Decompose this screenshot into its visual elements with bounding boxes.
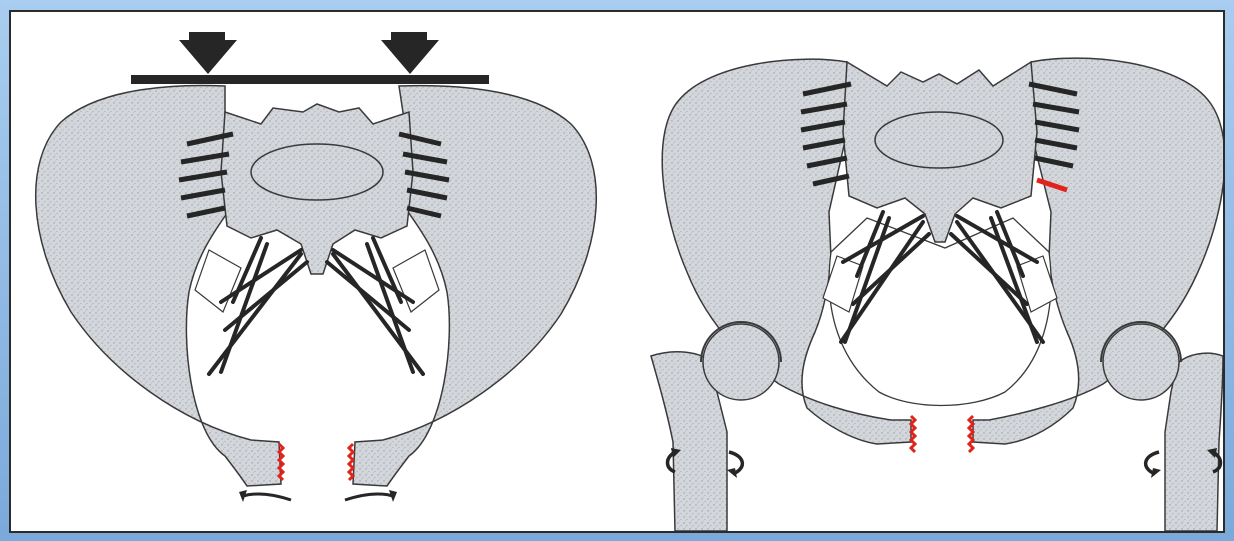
right-view-sacrum [843,62,1037,242]
right-view-symphysis-fracture-marks [911,416,973,452]
right-rotation-arrow-icon [345,490,397,502]
right-femoral-head [1103,324,1179,400]
load-arrow-left-icon [179,32,237,74]
left-sacrum [221,104,413,274]
pelvis-diagram [11,12,1223,531]
left-rotation-arrow-icon [239,490,291,502]
diagram-panel [9,10,1225,533]
right-pelvis-view [651,58,1223,531]
left-pelvis-view [36,32,597,502]
left-symphysis-fracture-marks [279,444,353,480]
compression-bar [131,75,489,84]
load-arrow-right-icon [381,32,439,74]
left-femoral-head [703,324,779,400]
